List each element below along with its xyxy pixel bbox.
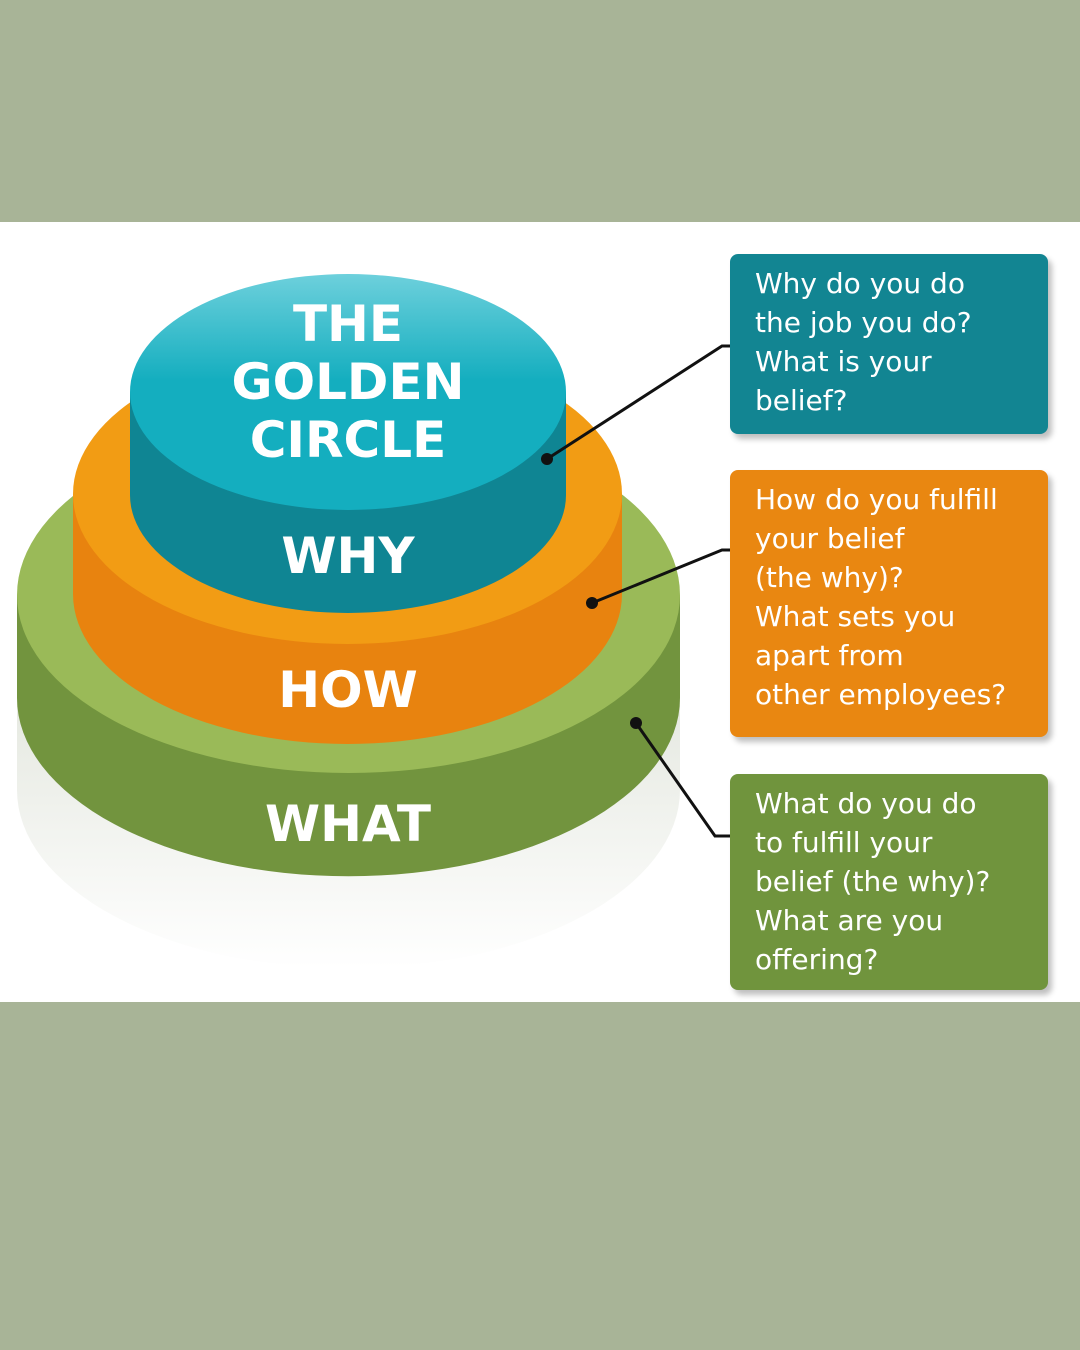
question-line: What do you do [755,787,977,820]
title-line: CIRCLE [250,411,447,469]
question-line: apart from [755,639,904,672]
connector-what [634,722,732,838]
question-line: offering? [755,943,879,976]
what-label: WHAT [265,795,431,853]
layer-why [130,274,566,613]
title-line: THE [293,295,403,353]
title-line: GOLDEN [232,353,465,411]
what-question-box: What do you do to fulfill your belief (t… [730,774,1048,990]
question-line: Why do you do [755,267,965,300]
dot-how [586,597,598,609]
question-line: What sets you [755,600,956,633]
question-line: belief (the why)? [755,865,991,898]
question-line: other employees? [755,678,1007,711]
dot-what [630,717,642,729]
question-line: to fulfill your [755,826,933,859]
question-line: What are you [755,904,944,937]
why-label: WHY [281,527,415,585]
dot-why [541,453,553,465]
question-line: How do you fulfill [755,483,998,516]
how-label: HOW [278,661,418,719]
connector-how [591,548,732,605]
why-question-box: Why do you do the job you do? What is yo… [730,254,1048,434]
question-line: your belief [755,522,905,555]
how-question-box: How do you fulfill your belief (the why)… [730,470,1048,737]
question-line: the job you do? [755,306,972,339]
question-line: (the why)? [755,561,904,594]
question-line: What is your [755,345,932,378]
connector-why [546,344,732,461]
connectors [546,344,732,838]
question-line: belief? [755,384,848,417]
